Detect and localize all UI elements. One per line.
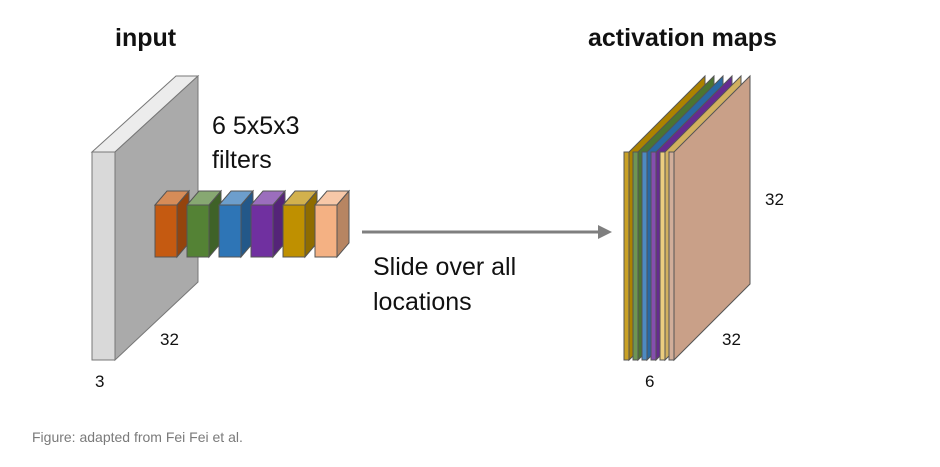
slide-arrow (362, 225, 612, 239)
filter-cube-front (250, 204, 274, 258)
input-volume-side (91, 151, 116, 361)
filters-label-line1: 6 5x5x3 (212, 112, 300, 140)
activation-map-edge (668, 151, 675, 361)
map-width-label: 32 (722, 330, 741, 349)
filter-cube-6 (313, 189, 351, 259)
filters-label-line2: filters (212, 146, 272, 174)
map-count-label: 6 (645, 372, 654, 391)
filter-cube-2 (185, 189, 223, 259)
map-height-label: 32 (765, 190, 784, 209)
activation-map-stack (623, 74, 751, 362)
arrow-head (598, 225, 612, 239)
activation-map-edge (659, 151, 666, 361)
activation-map-6 (668, 74, 751, 362)
filter-cube-5 (281, 189, 319, 259)
activation-map-edge (650, 151, 657, 361)
input-width-label: 32 (160, 330, 179, 349)
filter-cube-front (282, 204, 306, 258)
input-title: input (115, 24, 177, 52)
filter-cube-front (154, 204, 178, 258)
filter-cube-3 (217, 189, 255, 259)
filter-cube-1 (153, 189, 191, 259)
slide-label-line2: locations (373, 288, 472, 316)
filter-cube-front (218, 204, 242, 258)
filter-cube-front (314, 204, 338, 258)
activation-maps-title: activation maps (588, 24, 777, 52)
input-depth-label: 3 (95, 372, 104, 391)
activation-map-edge (632, 151, 639, 361)
activation-map-edge (641, 151, 648, 361)
slide-label-line1: Slide over all (373, 253, 516, 281)
filter-cube-front (186, 204, 210, 258)
figure-caption: Figure: adapted from Fei Fei et al. (32, 429, 243, 445)
filter-cube-4 (249, 189, 287, 259)
activation-map-edge (623, 151, 630, 361)
filter-stack (153, 189, 351, 259)
